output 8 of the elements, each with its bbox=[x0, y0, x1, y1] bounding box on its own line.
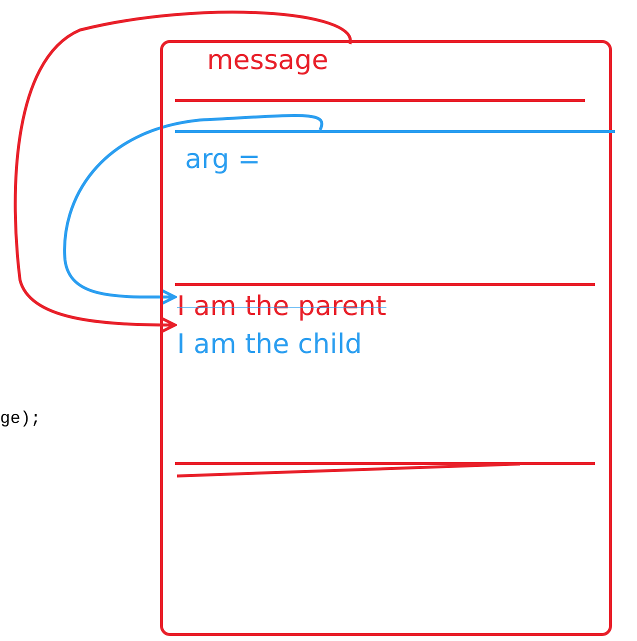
variable-name: message bbox=[207, 46, 328, 76]
arrow bbox=[63, 114, 324, 306]
string-slot bbox=[175, 283, 595, 465]
memory-frame bbox=[160, 40, 612, 636]
new-value: I am the child bbox=[177, 330, 362, 360]
variable-name: arg = bbox=[185, 145, 261, 175]
code-fragment: ge); bbox=[0, 410, 41, 429]
arrow bbox=[14, 10, 352, 334]
